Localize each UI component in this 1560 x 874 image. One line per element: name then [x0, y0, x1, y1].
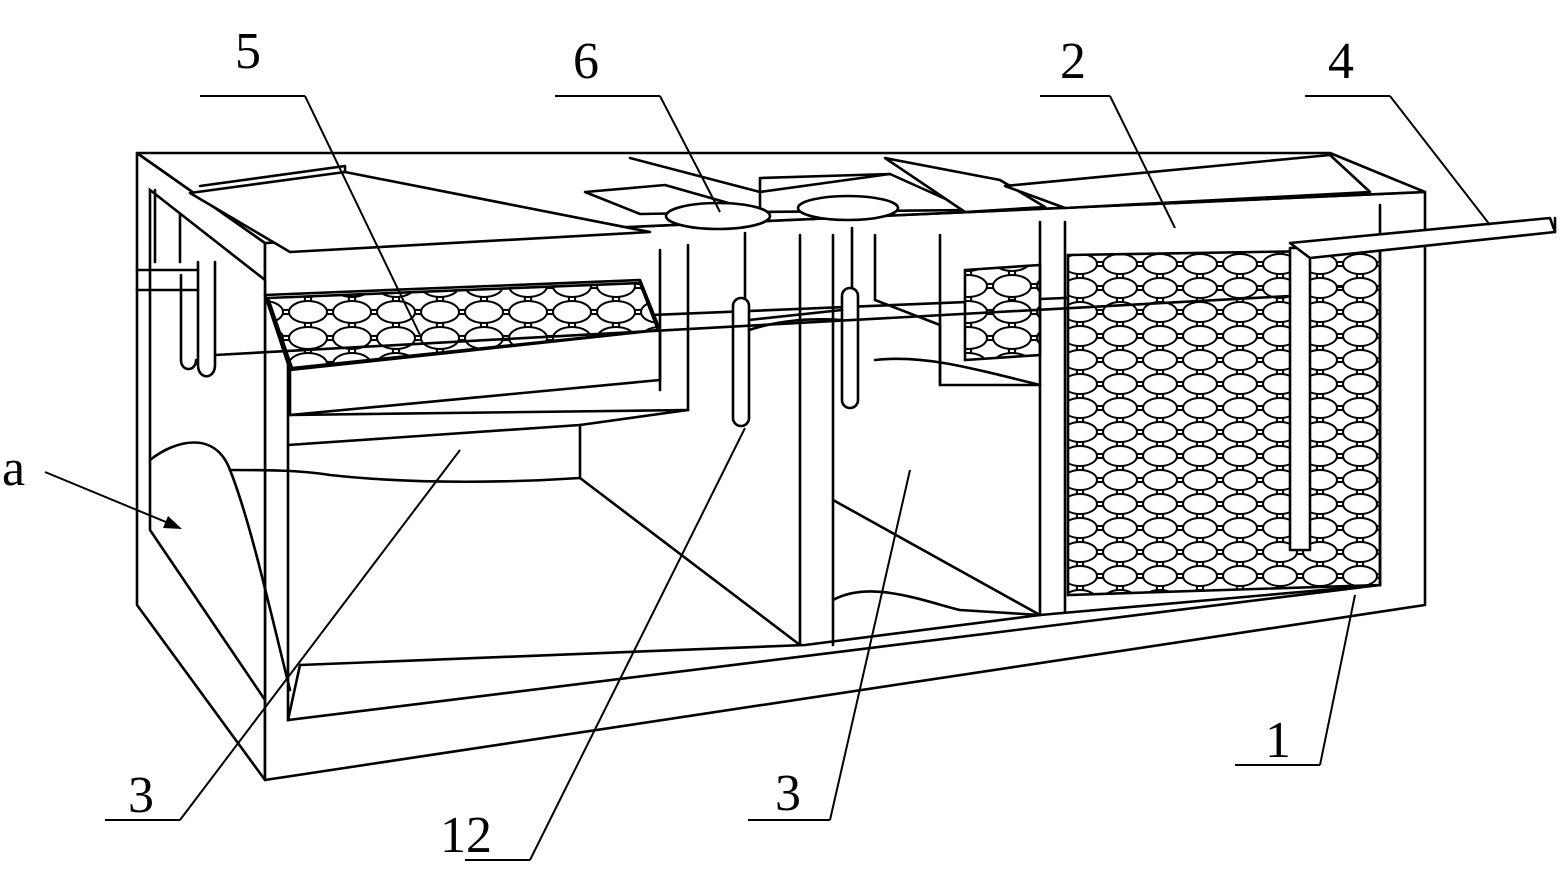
manhole-2 — [796, 194, 900, 222]
label-a: a — [2, 440, 25, 497]
lid-left — [188, 170, 652, 254]
media-block-right — [1066, 248, 1382, 597]
manhole-1 — [664, 201, 772, 231]
pipe-12a — [731, 296, 751, 428]
label-3-right: 3 — [775, 765, 801, 822]
label-5: 5 — [235, 23, 261, 80]
pipe-12b — [840, 286, 860, 410]
label-12: 12 — [440, 807, 492, 864]
label-2: 2 — [1060, 33, 1086, 90]
labels: 5 6 2 4 a 3 12 3 1 — [2, 23, 1354, 864]
lid-right — [1003, 153, 1372, 210]
label-6: 6 — [573, 33, 599, 90]
center-partition — [578, 226, 1042, 647]
label-1: 1 — [1265, 712, 1291, 769]
filter-chamber-right — [938, 203, 1382, 617]
top-lids — [188, 153, 1372, 254]
label-3-left: 3 — [128, 767, 154, 824]
pipe-outlet-vertical — [1288, 246, 1312, 552]
lid-mid-right — [883, 156, 1047, 214]
label-4: 4 — [1328, 33, 1354, 90]
outlet-pipe-4 — [213, 216, 1557, 357]
leader-lines — [44, 95, 1491, 861]
chamber-a — [135, 187, 582, 705]
